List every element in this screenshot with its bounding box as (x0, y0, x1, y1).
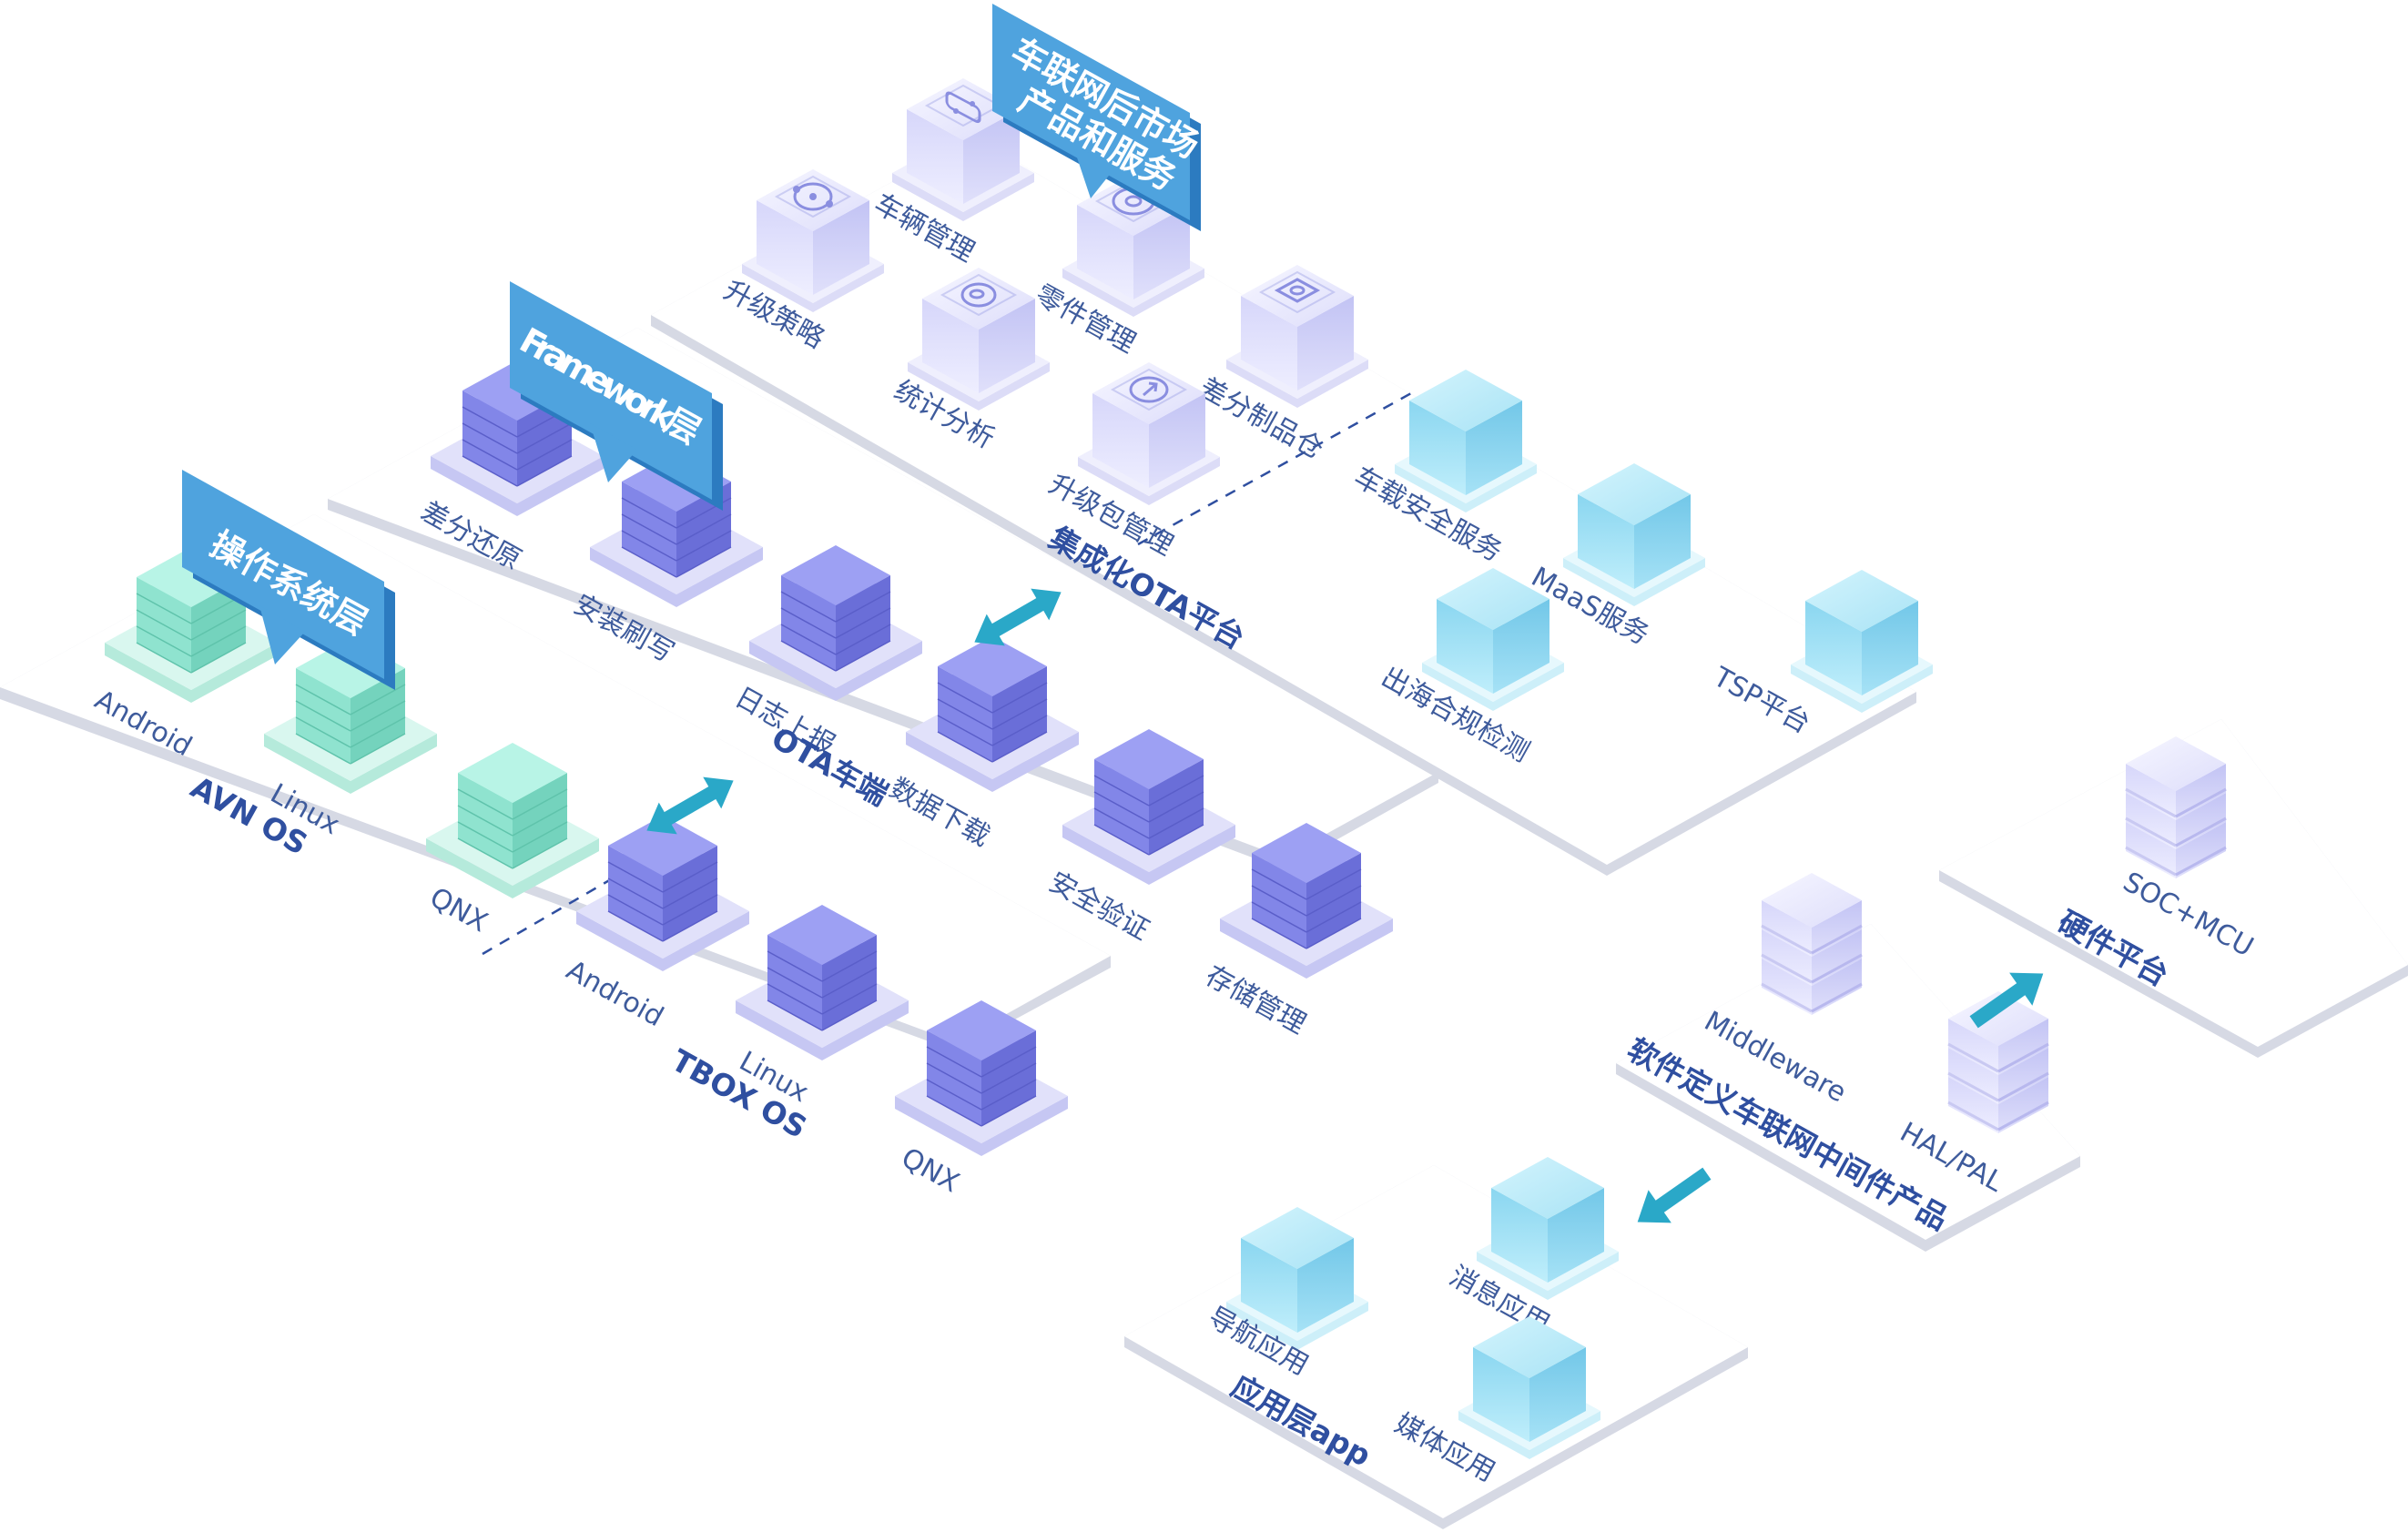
car-icon (924, 84, 1002, 127)
arrow-middleware-to-app (1637, 1167, 1712, 1223)
node-label-tbox-android: Android (561, 954, 668, 1033)
magnifier-icon (940, 273, 1018, 317)
network-icon (774, 175, 852, 218)
node-label-tbox-qnx: QNX (896, 1141, 964, 1199)
node-middleware: Middleware (1699, 873, 1863, 1109)
dashed-separators (482, 391, 1412, 956)
node-log-report: 日志上报 (729, 545, 922, 762)
arrow-middleware-to-hardware (1969, 972, 2044, 1029)
package-icon (1258, 270, 1336, 314)
node-security-verify: 安全验证 (1043, 729, 1235, 947)
node-maas: MaaS服务 (1526, 463, 1705, 652)
arrows (646, 588, 2044, 1223)
node-message-app: 消息应用 (1444, 1157, 1619, 1341)
double-arrow-os-framework (646, 776, 734, 835)
node-tbox-linux: Linux (734, 905, 909, 1109)
double-arrow-framework-platform (974, 588, 1062, 646)
upload-arrow-icon (1110, 368, 1188, 411)
separator-avn-tbox (482, 867, 629, 956)
node-nav-app: 导航应用 (1203, 1207, 1368, 1382)
node-storage-mgmt: 存储管理 (1200, 823, 1393, 1040)
node-avn-qnx: QNX (424, 743, 599, 938)
node-label-avn-qnx: QNX (424, 881, 493, 938)
